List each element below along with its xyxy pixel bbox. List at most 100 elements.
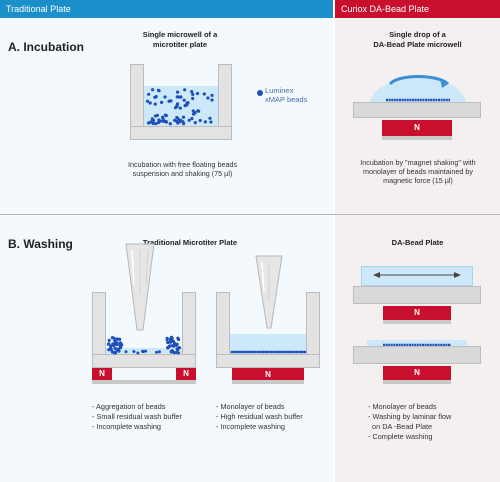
bead (203, 120, 207, 124)
bead (238, 350, 242, 354)
bead (183, 88, 187, 92)
washing-microwell-monolayer: N (216, 292, 320, 384)
bead (154, 95, 158, 99)
traditional-plate-header: Traditional Plate (0, 0, 333, 18)
bead (269, 350, 273, 354)
list-item: - Incomplete washing (92, 422, 161, 431)
well2-residual-buffer (230, 334, 306, 354)
well2-magnet: N (232, 368, 304, 382)
curiox-plate-header-label: Curiox DA-Bead Plate (341, 4, 430, 14)
bead (251, 350, 255, 354)
pipette-tip-2 (255, 255, 283, 329)
floating-beads (145, 88, 214, 126)
bead (193, 111, 197, 115)
bead (168, 122, 172, 126)
bead (191, 96, 195, 101)
bead (272, 350, 275, 354)
bead (191, 92, 195, 96)
bead (107, 338, 111, 342)
well2-magnet-label: N (265, 370, 271, 379)
bead-legend-label: Luminex xMAP beads (265, 86, 307, 104)
bead (175, 350, 179, 354)
curiox-washing-outcome-list: - Monolayer of beads - Washing by lamina… (368, 402, 451, 442)
well1-bottom (92, 354, 196, 368)
monolayer-beads (230, 350, 307, 354)
bead (285, 350, 288, 354)
bead (170, 349, 174, 353)
bead (160, 100, 164, 104)
bead (230, 350, 234, 354)
bead (298, 350, 301, 354)
bead (206, 96, 210, 100)
curiox-washing-plate-2 (353, 346, 481, 364)
list-item: - Aggregation of beads (92, 402, 166, 411)
bead (190, 90, 194, 94)
bead (172, 341, 177, 345)
bead (259, 350, 262, 354)
bead (124, 350, 128, 354)
bead (264, 350, 268, 354)
thin-buffer-layer (367, 340, 467, 346)
traditional-incubation-caption-line2: suspension and shaking (75 µl) (132, 169, 233, 178)
traditional-plate-header-label: Traditional Plate (6, 4, 71, 14)
list-item: - Monolayer of beads (368, 402, 437, 411)
bead (282, 350, 286, 354)
bead (241, 350, 244, 354)
bead (193, 121, 197, 125)
curiox-washing-magnet-2-base (383, 380, 451, 384)
curiox-washing-magnet-1-base (383, 320, 451, 324)
curiox-incubation-title-line1: Single drop of a (389, 30, 446, 39)
bead (280, 350, 283, 354)
curiox-washing-magnet-1-label: N (414, 308, 420, 317)
bead (261, 350, 265, 354)
bead (210, 98, 214, 102)
bead (187, 118, 191, 122)
traditional-washing-title: Traditional Microtiter Plate (142, 238, 238, 247)
bead (112, 343, 116, 347)
bead (195, 91, 200, 96)
well1-right-magnet: N (176, 368, 196, 380)
bead (287, 350, 291, 354)
bead (166, 346, 170, 350)
bead (155, 350, 159, 354)
bead (165, 336, 169, 340)
bead (198, 118, 202, 123)
bead (246, 350, 249, 354)
bead (182, 98, 186, 102)
bead (166, 340, 170, 345)
bead (118, 337, 122, 341)
bead (144, 349, 148, 353)
bead (248, 350, 252, 354)
bead (151, 88, 155, 92)
microwell-bottom (130, 126, 232, 140)
bead (164, 119, 168, 123)
bead (148, 101, 152, 105)
bead (170, 336, 174, 340)
curiox-incubation-magnet-label: N (414, 123, 420, 132)
bead (209, 120, 213, 124)
well2-bottom (216, 354, 320, 368)
curiox-droplet (370, 75, 466, 102)
bead (293, 350, 296, 354)
list-item: - High residual wash buffer (216, 412, 303, 421)
list-item: - Small residual wash buffer (92, 412, 182, 421)
bead (173, 118, 177, 122)
curiox-incubation-caption-line2: monolayer of beads maintained by (363, 167, 473, 176)
list-item: - Washing by laminar flow (368, 412, 452, 421)
bead (158, 350, 161, 354)
curiox-incubation-caption-line3: magnetic force (15 µl) (383, 176, 453, 185)
bead (254, 350, 257, 354)
bead (303, 350, 307, 354)
curiox-plate-header: Curiox DA-Bead Plate (335, 0, 500, 18)
bead (175, 342, 179, 346)
incubation-section-label: A. Incubation (8, 40, 84, 54)
bead (175, 119, 179, 124)
bead (208, 116, 212, 120)
list-item: - Incomplete washing (216, 422, 285, 431)
traditional-incubation-title-line1: Single microwell of a (142, 30, 218, 39)
pipette-tip-1 (125, 243, 155, 331)
bead (158, 119, 162, 123)
bead (196, 109, 200, 113)
bead (109, 347, 113, 351)
washing-section-label: B. Washing (8, 237, 73, 251)
